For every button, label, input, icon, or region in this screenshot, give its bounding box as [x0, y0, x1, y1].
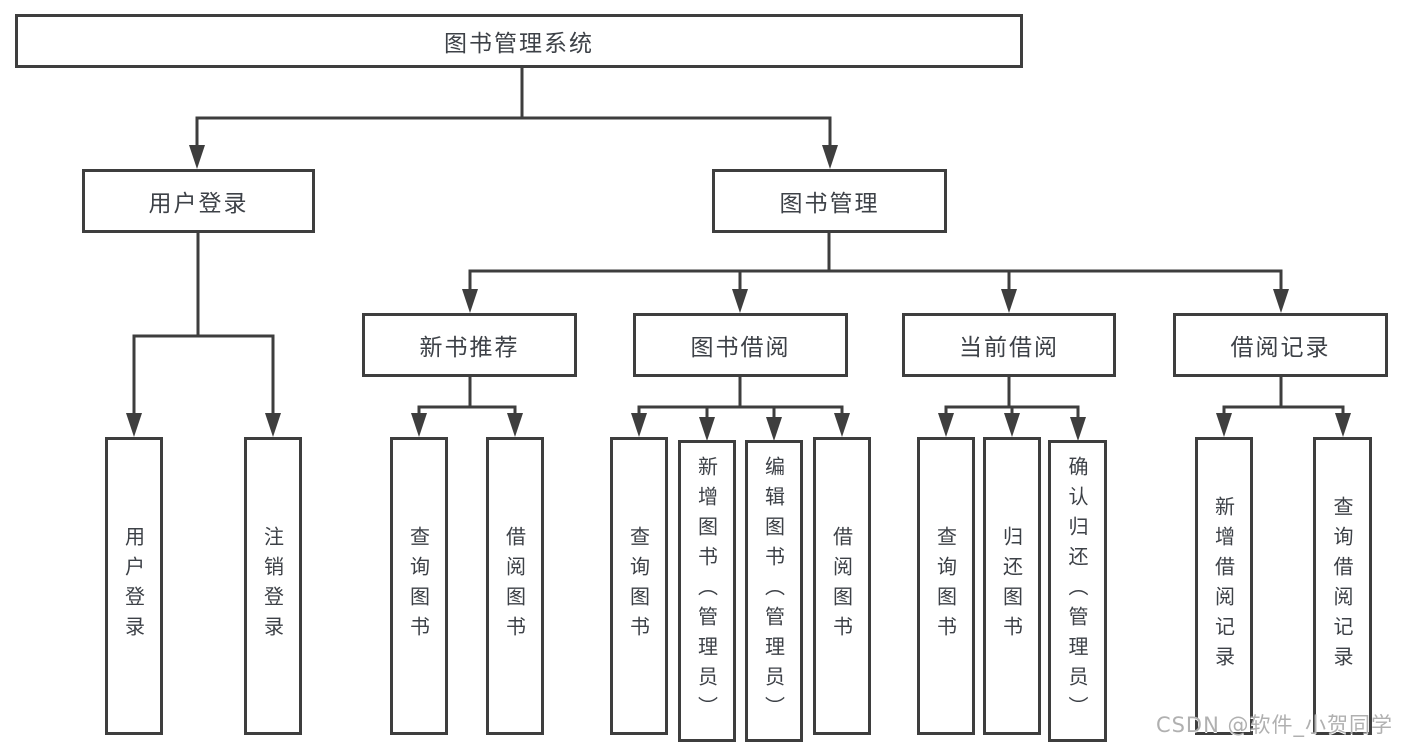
leaf-logout-login: 注销登录 — [244, 437, 302, 735]
arrowhead — [411, 413, 427, 437]
watermark: CSDN @软件_小贺同学 — [1155, 713, 1393, 737]
arrowhead — [1216, 413, 1232, 437]
connector-borrow-record-fork — [1222, 375, 1345, 420]
leaf-return-books: 归还图书 — [983, 437, 1041, 735]
arrowhead — [766, 417, 782, 441]
arrowhead — [1001, 289, 1017, 313]
leaf-query-books-2: 查询图书 — [610, 437, 668, 735]
leaf-query-books-3: 查询图书 — [917, 437, 975, 735]
arrowhead — [631, 413, 647, 437]
arrowhead — [938, 413, 954, 437]
arrowhead — [189, 145, 205, 169]
leaf-borrow-books-1: 借阅图书 — [486, 437, 544, 735]
leaf-query-borrow-record: 查询借阅记录 — [1313, 437, 1372, 735]
leaf-query-books-1: 查询图书 — [390, 437, 448, 735]
node-borrowing-records: 借阅记录 — [1173, 313, 1388, 377]
connector-arrowheads — [126, 145, 1351, 441]
node-user-login: 用户登录 — [82, 169, 315, 233]
connector-current-borrow-fork — [944, 375, 1080, 424]
leaf-confirm-return-admin: 确认归还（管理员） — [1048, 440, 1107, 742]
connector-new-book-fork — [417, 375, 517, 420]
arrowhead — [462, 289, 478, 313]
arrowhead — [265, 413, 281, 437]
connector-book-management-fork — [468, 231, 1283, 296]
node-new-book-recommend: 新书推荐 — [362, 313, 577, 377]
arrowhead — [822, 145, 838, 169]
arrowhead — [1004, 413, 1020, 437]
arrowhead — [1335, 413, 1351, 437]
leaf-borrow-books-2: 借阅图书 — [813, 437, 871, 735]
arrowhead — [1273, 289, 1289, 313]
arrowhead — [126, 413, 142, 437]
leaf-add-borrow-record: 新增借阅记录 — [1195, 437, 1253, 735]
arrowhead — [834, 413, 850, 437]
node-root-system: 图书管理系统 — [15, 14, 1023, 68]
connector-book-borrow-fork — [637, 375, 844, 424]
leaf-add-book-admin: 新增图书（管理员） — [678, 440, 736, 742]
arrowhead — [699, 417, 715, 441]
node-book-management: 图书管理 — [712, 169, 947, 233]
connector-lines — [132, 66, 1345, 424]
leaf-edit-book-admin: 编辑图书（管理员） — [745, 440, 803, 742]
arrowhead — [1070, 417, 1086, 441]
node-current-borrowing: 当前借阅 — [902, 313, 1116, 377]
leaf-user-login: 用户登录 — [105, 437, 163, 735]
arrowhead — [732, 289, 748, 313]
node-book-borrowing: 图书借阅 — [633, 313, 848, 377]
connector-user-login-fork — [132, 231, 275, 420]
connector-root-fork — [195, 66, 832, 152]
arrowhead — [507, 413, 523, 437]
